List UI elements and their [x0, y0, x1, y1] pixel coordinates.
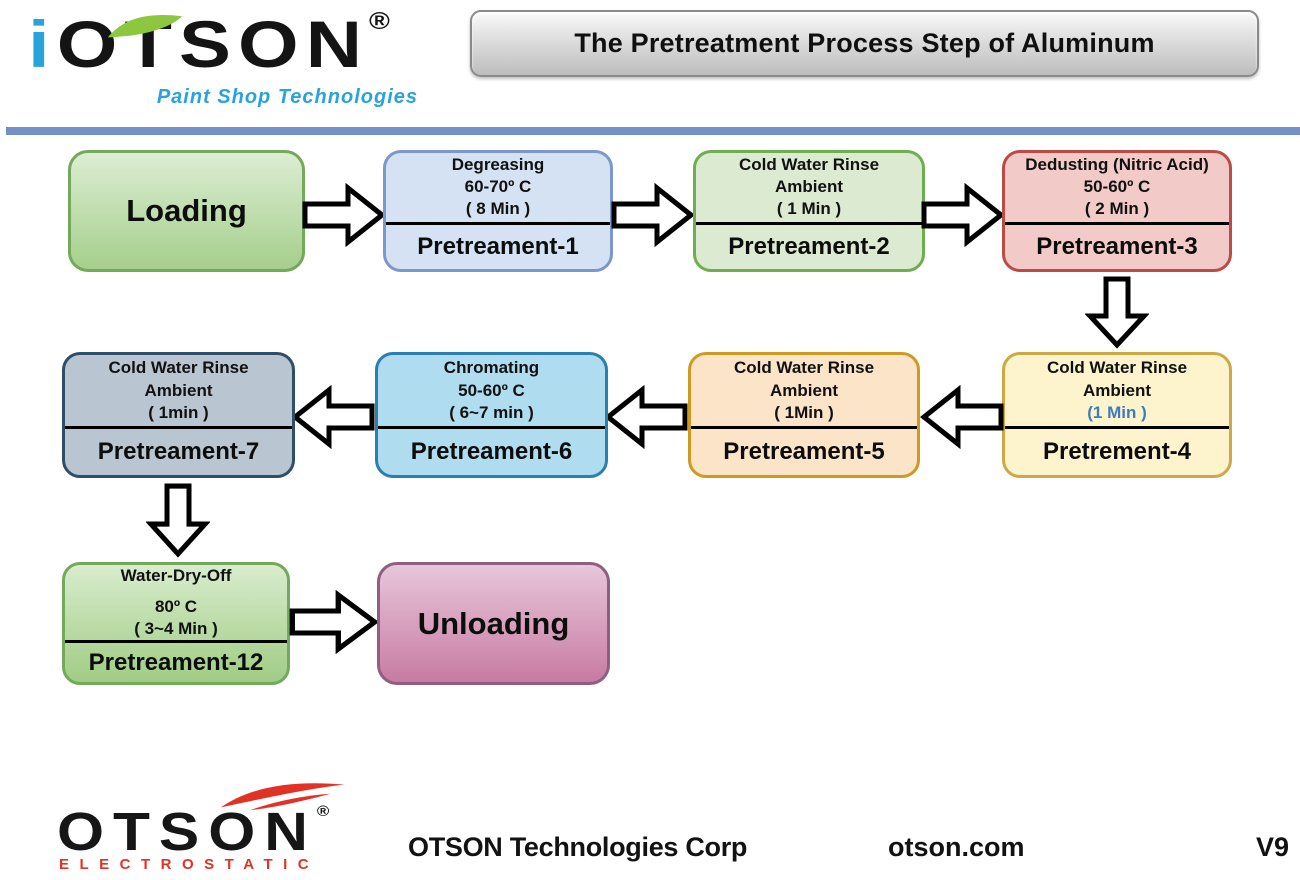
process-box-pretrement-4: Cold Water Rinse Ambient (1 Min ) Pretre… [1002, 352, 1232, 478]
process-time: ( 2 Min ) [1084, 199, 1150, 219]
process-box-pretreament-2: Cold Water Rinse Ambient ( 1 Min ) Pretr… [693, 150, 925, 272]
process-temp: 50-60º C [458, 380, 525, 400]
flow-arrow-right-icon [611, 183, 696, 247]
process-details: Cold Water Rinse Ambient ( 1Min ) [691, 355, 917, 430]
process-details: Chromating 50-60º C ( 6~7 min ) [378, 355, 605, 430]
swoosh-icon [220, 783, 345, 811]
loading-box: Loading [68, 150, 305, 272]
unloading-label: Unloading [417, 605, 570, 641]
process-box-pretreament-6: Chromating 50-60º C ( 6~7 min ) Pretream… [375, 352, 608, 478]
flow-arrow-left-icon [290, 385, 375, 449]
process-label: Pretreament-6 [410, 438, 573, 466]
process-time: (1 Min ) [1087, 402, 1147, 422]
process-time: ( 6~7 min ) [449, 402, 534, 422]
footer-company-name: OTSON Technologies Corp [408, 832, 748, 862]
process-temp: Ambient [775, 177, 843, 197]
process-label: Pretreament-2 [728, 232, 890, 260]
process-name: Dedusting (Nitric Acid) [1025, 155, 1209, 175]
process-temp: 80º C [154, 597, 198, 617]
process-name: Degreasing [451, 155, 545, 175]
flow-arrow-right-icon [921, 183, 1006, 247]
process-box-pretreament-7: Cold Water Rinse Ambient ( 1min ) Pretre… [62, 352, 295, 478]
process-box-pretreament-3: Dedusting (Nitric Acid) 50-60º C ( 2 Min… [1002, 150, 1232, 272]
process-name: Chromating [443, 358, 540, 378]
process-box-pretreament-12: Water-Dry-Off 80º C ( 3~4 Min ) Pretream… [62, 562, 290, 685]
process-time: ( 8 Min ) [465, 199, 531, 219]
process-label: Pretreament-12 [88, 648, 264, 676]
process-temp: 60-70º C [464, 177, 532, 197]
otson-electrostatic-logo: OTSON® ELECTROSTATIC [55, 778, 375, 874]
process-details: Cold Water Rinse Ambient ( 1 Min ) [696, 153, 922, 225]
process-name: Cold Water Rinse [108, 358, 249, 378]
process-name: Cold Water Rinse [733, 358, 875, 378]
unloading-box: Unloading [377, 562, 610, 685]
electrostatic-label: ELECTROSTATIC [59, 856, 320, 873]
flow-arrow-down-icon [1085, 276, 1149, 349]
process-time: ( 1 Min ) [776, 199, 842, 219]
process-temp: Ambient [144, 380, 213, 400]
title-banner: The Pretreatment Process Step of Aluminu… [470, 10, 1259, 77]
process-label: Pretreament-5 [723, 438, 885, 466]
logo-otson-letters: OTSON [56, 7, 370, 81]
registered-trademark-icon: ® [316, 803, 330, 820]
footer-version: V9 [1256, 832, 1290, 862]
logo-i-letter: i [28, 7, 57, 81]
flow-arrow-right-icon [302, 183, 387, 247]
process-temp: 50-60º C [1083, 177, 1151, 197]
process-temp: Ambient [770, 380, 838, 400]
process-details: Water-Dry-Off 80º C ( 3~4 Min ) [65, 565, 287, 644]
process-name: Cold Water Rinse [1046, 358, 1188, 378]
process-label: Pretreament-1 [417, 232, 579, 260]
process-time: ( 1Min ) [774, 402, 834, 422]
footer-website: otson.com [888, 832, 1025, 862]
iotson-logo-text: iOTSON® [28, 8, 390, 78]
process-details: Cold Water Rinse Ambient ( 1min ) [65, 355, 292, 430]
process-time: ( 1min ) [148, 402, 209, 422]
registered-trademark-icon: ® [369, 8, 390, 35]
process-box-pretreament-1: Degreasing 60-70º C ( 8 Min ) Pretreamen… [383, 150, 613, 272]
process-details: Degreasing 60-70º C ( 8 Min ) [386, 153, 610, 225]
flow-arrow-left-icon [603, 385, 688, 449]
process-label: Pretreament-3 [1036, 232, 1198, 260]
process-temp: Ambient [1083, 380, 1151, 400]
page-title: The Pretreatment Process Step of Aluminu… [574, 28, 1155, 58]
process-name: Water-Dry-Off [120, 566, 232, 585]
flow-arrow-left-icon [919, 385, 1004, 449]
process-box-pretreament-5: Cold Water Rinse Ambient ( 1Min ) Pretre… [688, 352, 920, 478]
logo-otson-letters: OTSON [57, 802, 317, 862]
flow-arrow-right-icon [289, 590, 379, 654]
logo-tagline: Paint Shop Technologies [156, 86, 418, 108]
leaf-icon [107, 15, 183, 38]
header-divider [6, 127, 1300, 135]
process-label: Pretreament-7 [97, 438, 260, 466]
otson-logo-text: OTSON® [57, 804, 329, 859]
process-time: ( 3~4 Min ) [134, 619, 218, 639]
loading-label: Loading [126, 193, 247, 228]
iotson-logo: iOTSON® Paint Shop Technologies [28, 4, 428, 114]
process-details: Cold Water Rinse Ambient (1 Min ) [1005, 355, 1229, 430]
process-label: Pretrement-4 [1042, 438, 1192, 466]
process-name: Cold Water Rinse [738, 155, 880, 175]
process-details: Dedusting (Nitric Acid) 50-60º C ( 2 Min… [1005, 153, 1229, 225]
flow-arrow-down-icon [146, 483, 210, 558]
